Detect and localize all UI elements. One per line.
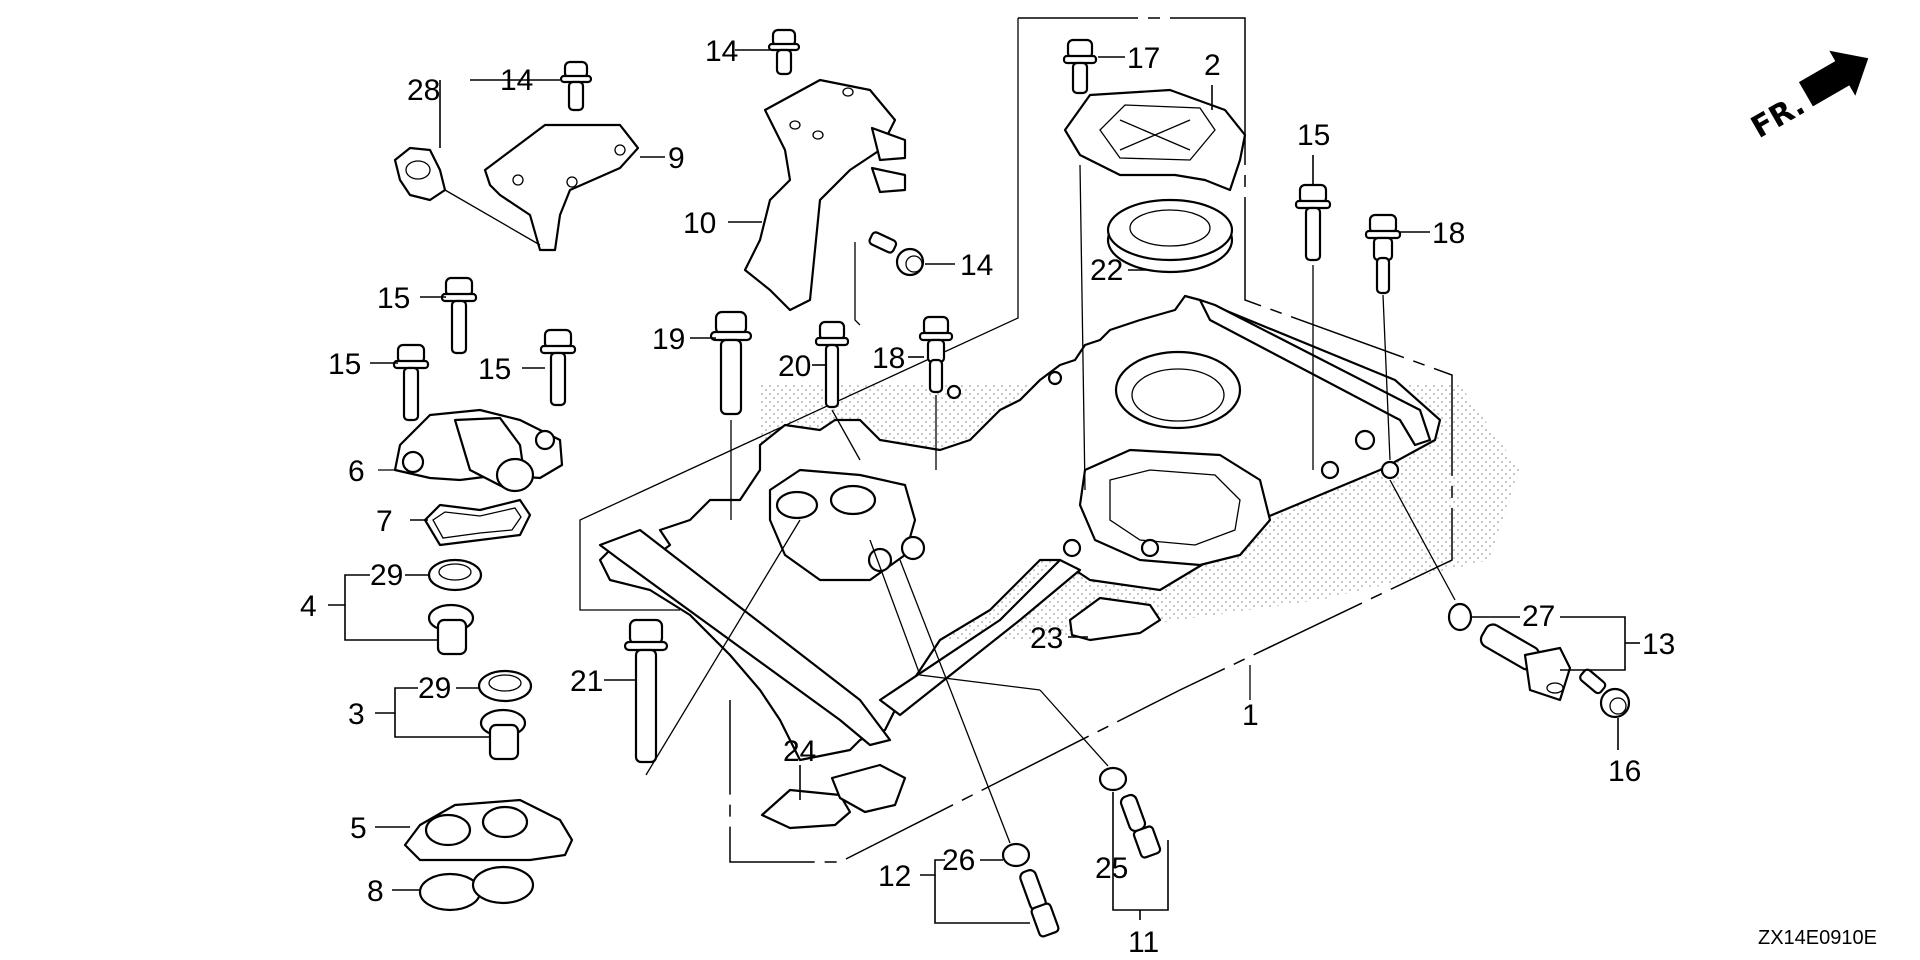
callout-27[interactable]: 27 xyxy=(1522,600,1555,633)
oil-seal-22 xyxy=(1106,198,1234,274)
callout-15[interactable]: 15 xyxy=(328,348,361,381)
bolt-15-c xyxy=(539,328,577,407)
callout-13[interactable]: 13 xyxy=(1642,628,1675,661)
callout-5[interactable]: 5 xyxy=(350,812,367,845)
bracket-10 xyxy=(743,78,907,312)
callout-4[interactable]: 4 xyxy=(300,590,317,623)
gasket-7 xyxy=(423,498,532,547)
front-label: FR. xyxy=(1745,88,1811,146)
callout-9[interactable]: 9 xyxy=(668,142,685,175)
callout-2[interactable]: 2 xyxy=(1204,49,1221,82)
callout-labels: 28 14 9 14 10 14 17 2 22 15 18 15 15 15 … xyxy=(300,35,1675,959)
callout-23[interactable]: 23 xyxy=(1030,622,1063,655)
callout-24[interactable]: 24 xyxy=(783,735,816,768)
sensor-12 xyxy=(1019,869,1060,938)
callout-29[interactable]: 29 xyxy=(418,672,451,705)
callout-11[interactable]: 11 xyxy=(1128,926,1159,959)
o-ring-8 xyxy=(418,865,535,912)
hose-clamp-28 xyxy=(393,146,447,202)
callout-19[interactable]: 19 xyxy=(652,323,685,356)
thermostat-4 xyxy=(427,603,475,656)
callout-8[interactable]: 8 xyxy=(367,875,384,908)
callout-1[interactable]: 1 xyxy=(1242,699,1259,732)
callout-29[interactable]: 29 xyxy=(370,559,403,592)
thermostat-3 xyxy=(479,708,527,761)
callout-14[interactable]: 14 xyxy=(960,249,993,282)
bolt-15-b xyxy=(392,343,430,422)
callout-15[interactable]: 15 xyxy=(377,282,410,315)
callout-26[interactable]: 26 xyxy=(942,844,975,877)
callout-6[interactable]: 6 xyxy=(348,455,365,488)
washer-27 xyxy=(1447,602,1473,632)
callout-12[interactable]: 12 xyxy=(878,860,911,893)
front-direction-arrow-icon xyxy=(1798,50,1869,107)
callout-10[interactable]: 10 xyxy=(683,207,716,240)
bolt-18-right xyxy=(1364,213,1402,295)
callout-28[interactable]: 28 xyxy=(407,74,440,107)
callout-16[interactable]: 16 xyxy=(1608,755,1641,788)
callout-15[interactable]: 15 xyxy=(478,353,511,386)
bolt-16 xyxy=(1579,668,1631,719)
callout-15[interactable]: 15 xyxy=(1297,119,1330,152)
bolt-18-mid xyxy=(918,315,954,394)
gasket-24 xyxy=(760,763,907,830)
bolt-14-top-mid xyxy=(767,28,801,76)
callout-25[interactable]: 25 xyxy=(1095,852,1128,885)
bolt-20 xyxy=(814,320,850,409)
front-direction-indicator: FR. xyxy=(1745,50,1869,146)
cover-2 xyxy=(1063,88,1247,192)
seal-ring-29-b xyxy=(477,669,533,703)
callout-18[interactable]: 18 xyxy=(1432,217,1465,250)
callout-7[interactable]: 7 xyxy=(376,505,393,538)
seal-ring-29-a xyxy=(427,558,483,592)
callout-18[interactable]: 18 xyxy=(872,342,905,375)
callout-21[interactable]: 21 xyxy=(570,665,603,698)
washer-26 xyxy=(1001,842,1031,868)
callout-14[interactable]: 14 xyxy=(705,35,738,68)
callout-17[interactable]: 17 xyxy=(1127,42,1160,75)
thermostat-cover-6 xyxy=(393,408,564,493)
bolt-21 xyxy=(623,618,669,764)
housing-assembly xyxy=(598,294,1442,762)
leader-lines xyxy=(328,49,1640,924)
callout-20[interactable]: 20 xyxy=(778,350,811,383)
sensor-11 xyxy=(1119,793,1162,859)
assembly-boundary-lines xyxy=(579,17,1453,863)
callout-14[interactable]: 14 xyxy=(500,64,533,97)
callout-22[interactable]: 22 xyxy=(1090,254,1123,287)
thermostat-case-5 xyxy=(403,798,574,862)
washer-25 xyxy=(1098,766,1128,792)
bracket-9 xyxy=(483,123,640,252)
bolt-15-right xyxy=(1294,183,1332,262)
callout-3[interactable]: 3 xyxy=(348,698,365,731)
bolt-14-mid xyxy=(868,231,925,277)
sensor-13 xyxy=(1479,623,1572,702)
drawing-code: ZX14E0910E xyxy=(1758,927,1877,949)
bolt-19 xyxy=(709,310,753,416)
bolt-14-top-left xyxy=(559,60,593,112)
bolt-15-a xyxy=(440,276,478,355)
bolt-17 xyxy=(1062,38,1098,95)
gasket-23 xyxy=(1068,596,1162,642)
